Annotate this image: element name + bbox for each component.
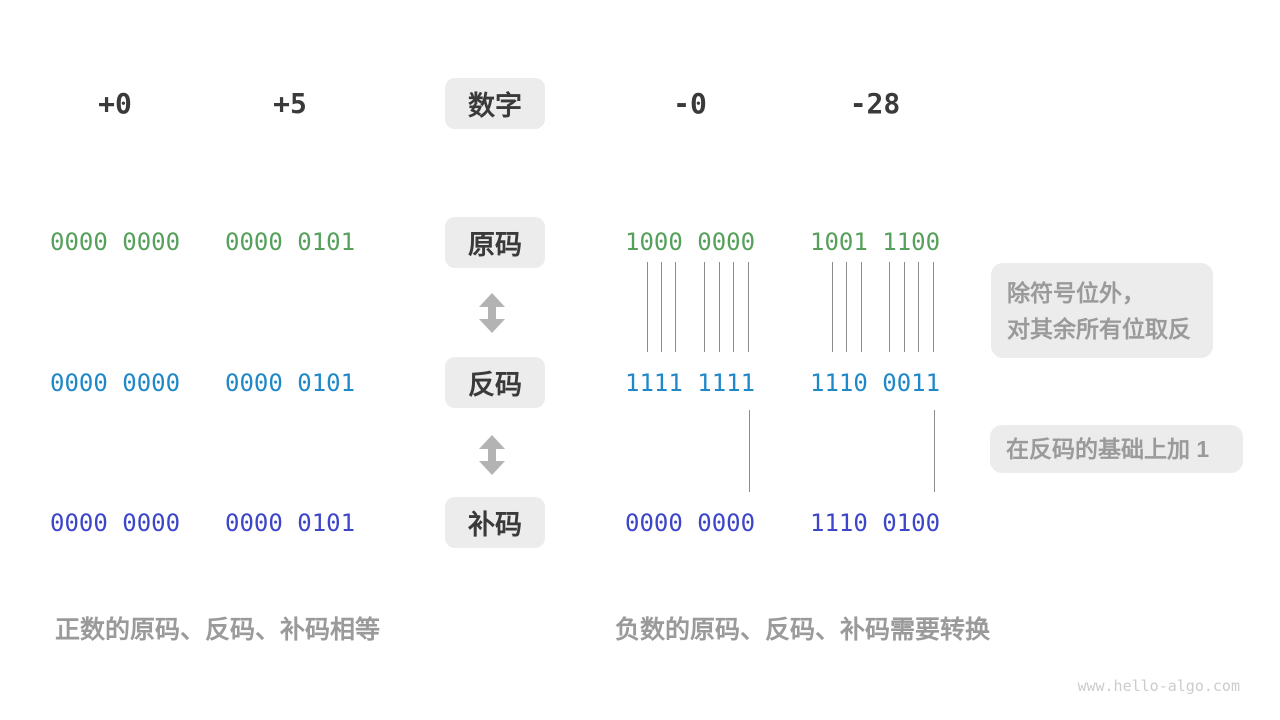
add-one-note-text: 在反码的基础上加 1	[1006, 436, 1210, 462]
bit-flip-line	[748, 262, 749, 352]
add-one-note: 在反码的基础上加 1	[990, 425, 1243, 473]
bit-flip-line	[661, 262, 662, 352]
ones-complement-minus-zero: 1111 1111	[625, 369, 756, 397]
bit-flip-line	[704, 262, 705, 352]
invert-bits-note: 除符号位外， 对其余所有位取反	[991, 263, 1213, 358]
bit-flip-line	[832, 262, 833, 352]
ones-complement-minus-28: 1110 0011	[810, 369, 941, 397]
bit-flip-line	[918, 262, 919, 352]
bit-flip-line	[846, 262, 847, 352]
sign-magnitude-box: 原码	[445, 217, 545, 268]
watermark: www.hello-algo.com	[1077, 677, 1240, 695]
ones-complement-plus-five: 0000 0101	[225, 369, 356, 397]
twos-complement-minus-zero: 0000 0000	[625, 509, 756, 537]
bit-flip-line	[733, 262, 734, 352]
bit-flip-line	[675, 262, 676, 352]
header-number-box: 数字	[445, 78, 545, 129]
bit-flip-line	[933, 262, 934, 352]
sign-magnitude-plus-zero: 0000 0000	[50, 228, 181, 256]
add-one-line	[749, 410, 750, 492]
negative-numbers-caption: 负数的原码、反码、补码需要转换	[615, 616, 991, 644]
twos-complement-box: 补码	[445, 497, 545, 548]
sign-magnitude-minus-zero: 1000 0000	[625, 228, 756, 256]
double-arrow-icon	[479, 435, 505, 475]
twos-complement-minus-28: 1110 0100	[810, 509, 941, 537]
header-plus-zero: +0	[98, 87, 132, 120]
twos-complement-plus-zero: 0000 0000	[50, 509, 181, 537]
add-one-line	[934, 410, 935, 492]
twos-complement-plus-five: 0000 0101	[225, 509, 356, 537]
bit-flip-line	[889, 262, 890, 352]
bit-flip-line	[719, 262, 720, 352]
sign-magnitude-plus-five: 0000 0101	[225, 228, 356, 256]
header-minus-28: -28	[849, 87, 901, 120]
header-minus-zero: -0	[673, 87, 707, 120]
bit-flip-line	[861, 262, 862, 352]
bit-flip-line	[647, 262, 648, 352]
ones-complement-box: 反码	[445, 357, 545, 408]
bit-flip-line	[904, 262, 905, 352]
invert-bits-note-line2: 对其余所有位取反	[1007, 315, 1191, 342]
sign-magnitude-minus-28: 1001 1100	[810, 228, 941, 256]
header-plus-five: +5	[273, 87, 307, 120]
invert-bits-note-line1: 除符号位外，	[1007, 279, 1145, 306]
double-arrow-icon	[479, 293, 505, 333]
ones-complement-plus-zero: 0000 0000	[50, 369, 181, 397]
positive-numbers-caption: 正数的原码、反码、补码相等	[55, 616, 381, 644]
